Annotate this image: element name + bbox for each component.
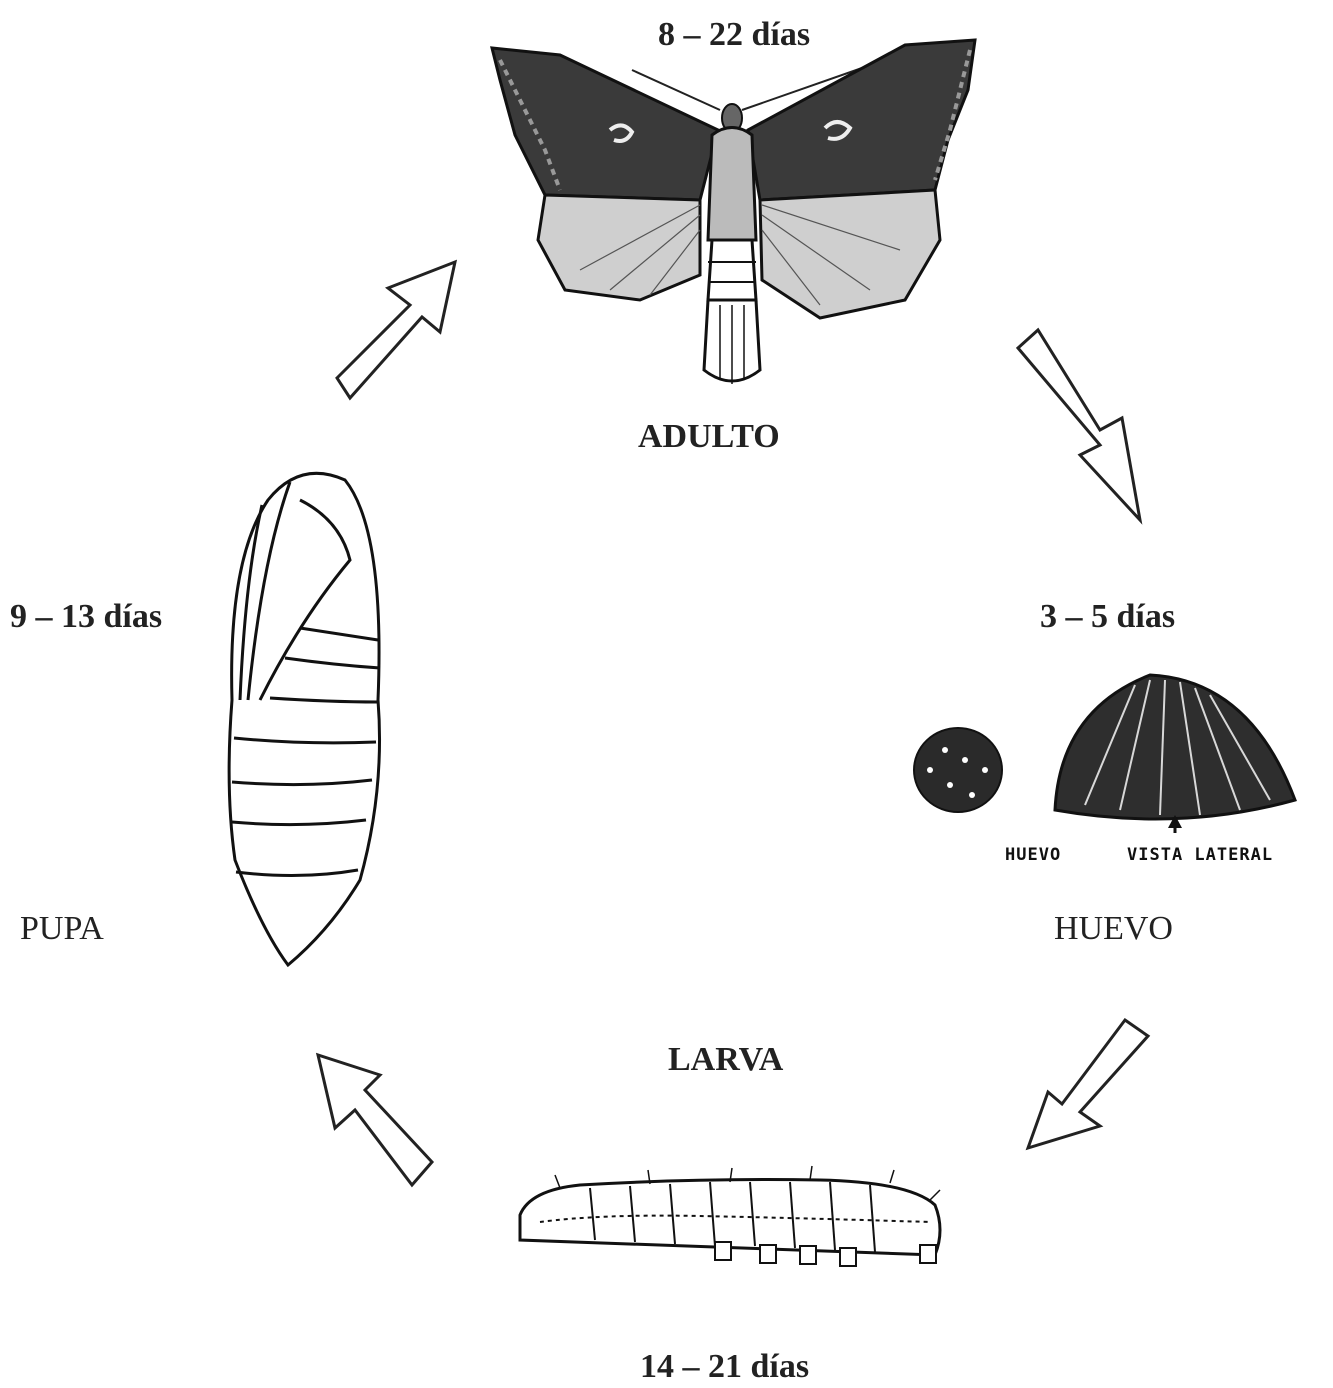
egg-lateral-view <box>1055 675 1295 819</box>
adult-label: ADULTO <box>638 420 780 454</box>
egg-mass <box>914 728 1002 812</box>
arrow-down-left-icon <box>1028 1020 1148 1148</box>
egg-caption-left: HUEVO <box>1005 845 1061 865</box>
larva-duration: 14 – 21 días <box>640 1350 809 1384</box>
egg-duration: 3 – 5 días <box>1040 600 1175 634</box>
pointer-arrow-icon <box>1168 815 1182 828</box>
egg-label: HUEVO <box>1054 912 1173 946</box>
arrow-down-right-icon <box>1018 330 1140 520</box>
pupa-duration: 9 – 13 días <box>10 600 162 634</box>
egg-caption-right: VISTA LATERAL <box>1127 845 1273 865</box>
arrow-up-right-icon <box>337 262 455 398</box>
adult-duration: 8 – 22 días <box>658 18 810 52</box>
arrow-up-left-icon <box>318 1055 432 1185</box>
larva-label: LARVA <box>668 1043 783 1077</box>
pupa-label: PUPA <box>20 912 104 946</box>
